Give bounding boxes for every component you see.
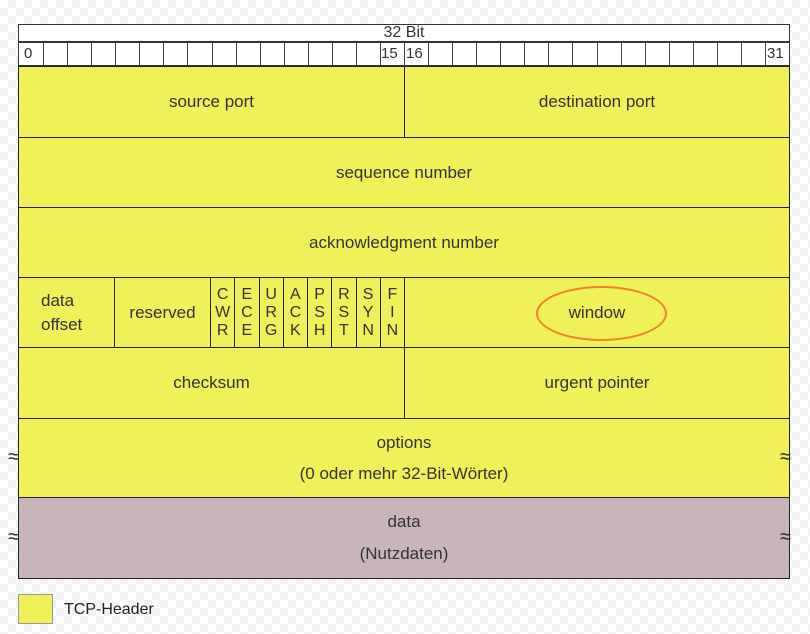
data-sublabel: (Nutzdaten) (359, 544, 449, 563)
bit-ruler-tick (524, 43, 526, 65)
bit-ruler-tick (139, 43, 141, 65)
flag-letter: N (386, 321, 399, 339)
acknowledgment-number-label: acknowledgment number (309, 232, 499, 252)
bit-ruler-tick (43, 43, 45, 65)
flag-letter: P (314, 285, 325, 303)
bit-ruler-tick (716, 43, 718, 65)
wavy-break-left-options: ≈ (8, 446, 19, 468)
acknowledgment-number-field: acknowledgment number (18, 207, 790, 278)
bit-ruler-tick (428, 43, 430, 65)
data-offset-field: data offset (18, 277, 115, 348)
urgent-pointer-field: urgent pointer (404, 347, 790, 419)
flag-letter: S (314, 303, 325, 321)
flag-letter: E (241, 285, 253, 303)
bit-ruler-tick (452, 43, 454, 65)
checksum-field: checksum (18, 347, 405, 419)
bit-ruler-tick (692, 43, 694, 65)
bit-ruler-tick (668, 43, 670, 65)
destination-port-label: destination port (538, 92, 656, 111)
bit-ruler-tick (307, 43, 309, 65)
bit-ruler-tick (379, 43, 381, 65)
data-offset-label-line1: data (41, 290, 75, 310)
bit-ruler-tick (740, 43, 742, 65)
options-field: options (0 oder mehr 32-Bit-Wörter) (18, 418, 790, 498)
reserved-field: reserved (114, 277, 211, 348)
flag-letter: R (265, 303, 277, 321)
flag-letter: S (338, 303, 350, 321)
flag-letter: T (338, 321, 349, 339)
bit-ruler-tick (764, 43, 766, 65)
wavy-break-left-data: ≈ (8, 526, 19, 548)
bit-ruler-tick (596, 43, 598, 65)
source-port-field: source port (18, 66, 405, 138)
bit-ruler-tick (259, 43, 261, 65)
bit-ruler-tick (548, 43, 550, 65)
bit-ruler: 0 15 16 31 (18, 42, 790, 66)
options-sublabel: (0 oder mehr 32-Bit-Wörter) (299, 463, 509, 483)
sequence-number-label: sequence number (335, 162, 473, 182)
reserved-label: reserved (129, 302, 196, 322)
bit-ruler-tick (211, 43, 213, 65)
flag-letter: Y (362, 303, 374, 321)
bit-ruler-tick (163, 43, 165, 65)
bit-ruler-tick (187, 43, 189, 65)
data-field: data (Nutzdaten) (18, 497, 790, 579)
legend-swatch-tcp-header (18, 594, 53, 624)
options-label: options (376, 432, 432, 452)
flag-letter: H (313, 321, 326, 339)
flag-letter: N (362, 321, 374, 339)
bit-ruler-tick (500, 43, 502, 65)
bit-label-16: 16 (406, 45, 423, 62)
flag-letter: C (289, 303, 302, 321)
flag-letter: C (216, 285, 229, 303)
bit-ruler-tick (620, 43, 622, 65)
flag-letter: S (362, 285, 374, 303)
wavy-break-right-data: ≈ (780, 526, 791, 548)
bit-ruler-tick (644, 43, 646, 65)
bit-ruler-tick (235, 43, 237, 65)
bit-ruler-tick (572, 43, 574, 65)
data-label: data (387, 512, 421, 531)
flag-letter: A (290, 285, 301, 303)
flag-letter: R (216, 321, 229, 339)
bit-ruler-tick (91, 43, 93, 65)
flag-letter: F (387, 285, 398, 303)
bits-width-label: 32 Bit (18, 24, 790, 42)
flag-letter: G (264, 321, 278, 339)
flag-letter: R (338, 285, 350, 303)
bit-label-15: 15 (381, 45, 398, 62)
urgent-pointer-label: urgent pointer (544, 373, 650, 392)
bit-ruler-tick (331, 43, 333, 65)
bit-ruler-tick (355, 43, 357, 65)
bit-ruler-tick (476, 43, 478, 65)
sequence-number-field: sequence number (18, 137, 790, 208)
legend-label: TCP-Header (64, 601, 154, 618)
flag-letter: K (290, 321, 301, 339)
flag-letter: W (215, 303, 231, 321)
bit-ruler-tick (283, 43, 285, 65)
bit-label-0: 0 (24, 45, 33, 62)
flag-letter: C (241, 303, 253, 321)
bit-label-31: 31 (767, 45, 784, 62)
data-offset-label-line2: offset (41, 314, 83, 334)
flag-letter: E (241, 321, 253, 339)
flag-letter: U (265, 285, 277, 303)
checksum-label: checksum (173, 373, 250, 392)
destination-port-field: destination port (404, 66, 790, 138)
bit-ruler-tick (67, 43, 69, 65)
bit-ruler-tick (115, 43, 117, 65)
source-port-label: source port (168, 92, 255, 111)
bit-ruler-tick (404, 43, 405, 65)
wavy-break-right-options: ≈ (780, 446, 791, 468)
flag-letter: I (390, 303, 395, 321)
window-highlight-ellipse (536, 286, 667, 341)
